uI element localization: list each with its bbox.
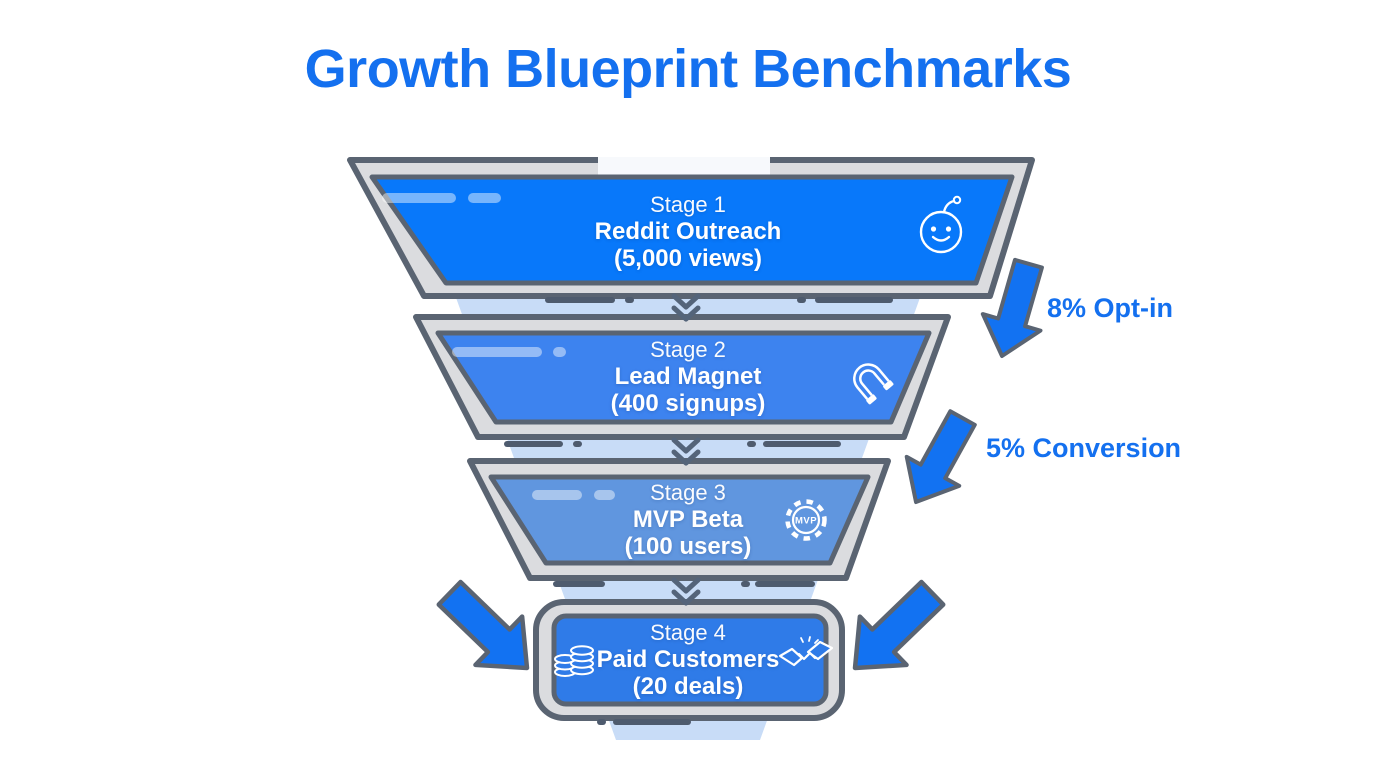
- stage-3-shape: [467, 458, 891, 581]
- stage-2-label: Stage 2: [650, 337, 726, 362]
- mvp-gear-icon: MVP: [785, 499, 827, 541]
- mvp-gear-label: MVP: [795, 516, 817, 527]
- shine-bar: [382, 193, 456, 203]
- shine-bar: [468, 193, 501, 203]
- double-chevron-down-icon: [671, 577, 701, 606]
- down-arrow-opt-in: [980, 257, 1044, 358]
- shine-bar: [553, 347, 566, 357]
- stage-4-inner: [551, 613, 829, 707]
- coins-icon: [554, 645, 594, 677]
- stage-4-name: Paid Customers: [596, 646, 780, 673]
- stage-3-metric: (100 users): [624, 533, 752, 560]
- stage-2-inner: [435, 330, 932, 425]
- stage-4-metric: (20 deals): [632, 673, 744, 700]
- stage-3-inner: [488, 474, 871, 566]
- arrow-to-stage-4-left: [436, 579, 530, 671]
- stage-2-metric: (400 signups): [610, 390, 766, 417]
- opt-in-rate-label: 8% Opt-in: [1047, 293, 1173, 323]
- stage-4-text: Stage 4 Paid Customers (20 deals): [597, 619, 780, 700]
- stage-3-label: Stage 3: [650, 480, 726, 505]
- stage-2-name: Lead Magnet: [614, 363, 762, 390]
- stage-2-shape: [413, 314, 951, 440]
- stage-1-name: Reddit Outreach: [594, 218, 782, 245]
- magnet-icon: [853, 363, 894, 405]
- arrow-to-stage-4-right: [852, 579, 946, 671]
- conversion-rate-label: 5% Conversion: [986, 433, 1182, 463]
- shine-bar: [452, 347, 542, 357]
- handshake-icon: [778, 636, 834, 667]
- double-chevron-down-icon: [671, 437, 701, 466]
- stage-4-label: Stage 4: [650, 620, 726, 645]
- stage-1-text: Stage 1 Reddit Outreach (5,000 views): [595, 191, 782, 272]
- stage-1-label: Stage 1: [650, 192, 726, 217]
- stage-2-text: Stage 2 Lead Magnet (400 signups): [611, 336, 766, 417]
- stage-4-shape: [533, 599, 845, 721]
- sketch-dashes: [504, 297, 893, 725]
- shine-bar: [532, 490, 582, 500]
- stage-1-shape: [347, 157, 1035, 299]
- stage-3-name: MVP Beta: [632, 506, 744, 533]
- stage-1-highlight: [598, 157, 770, 175]
- reddit-icon: [919, 195, 963, 254]
- stage-1-inner: [369, 174, 1015, 286]
- double-chevron-down-icon: [671, 293, 701, 322]
- stage-1-metric: (5,000 views): [613, 245, 763, 272]
- page-title: Growth Blueprint Benchmarks: [304, 39, 1072, 99]
- down-arrow-conversion: [904, 409, 977, 504]
- shine-bar: [594, 490, 615, 500]
- stage-3-text: Stage 3 MVP Beta (100 users): [625, 479, 752, 560]
